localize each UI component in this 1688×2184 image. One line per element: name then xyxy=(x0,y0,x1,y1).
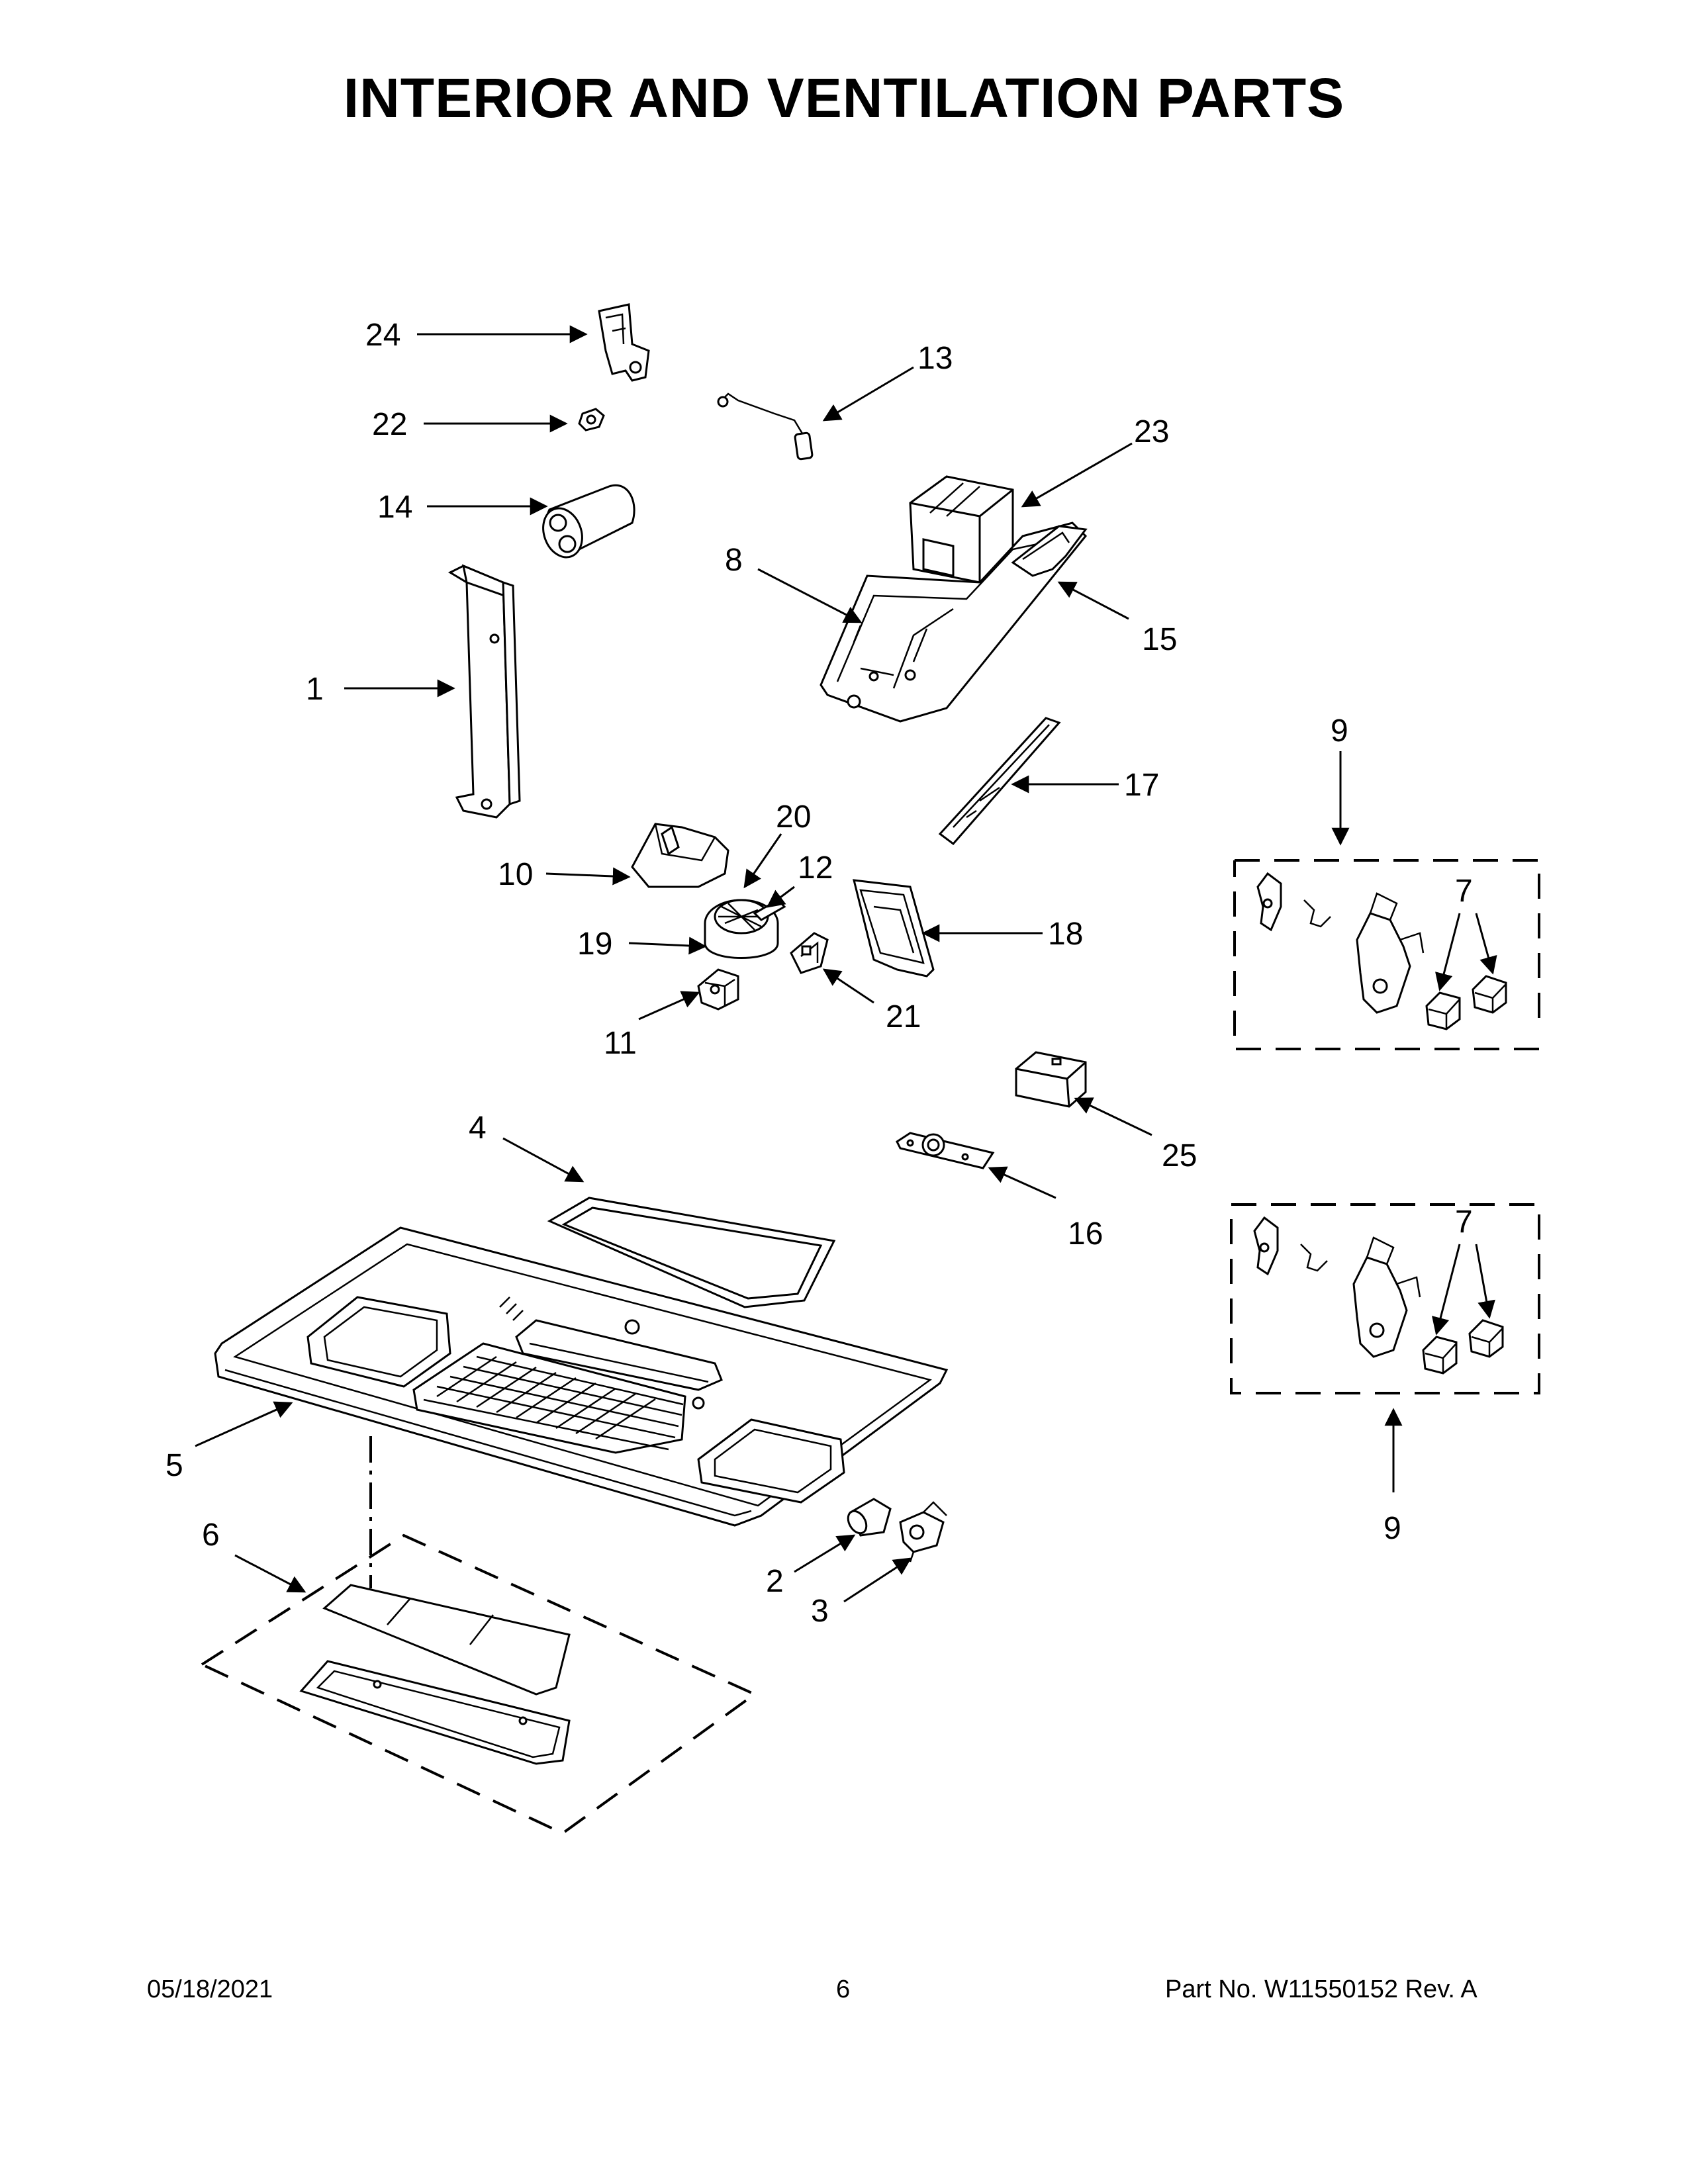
callout-17: 17 xyxy=(1124,768,1159,803)
callout-20: 20 xyxy=(776,799,811,835)
part-14-capacitor xyxy=(542,484,635,559)
part-24-bracket xyxy=(598,303,650,382)
part-16-plate xyxy=(896,1132,995,1169)
part-1-bracket xyxy=(447,564,521,819)
part-5-cavity xyxy=(214,1226,949,1527)
part-21-switch xyxy=(790,932,829,974)
part-18-panel xyxy=(853,879,935,978)
callout-21: 21 xyxy=(886,999,921,1034)
part-9-latch-assembly-bottom xyxy=(1230,1203,1540,1394)
callout-labels: 24 13 22 23 14 8 15 1 9 17 20 12 10 7 18… xyxy=(165,318,1473,1629)
footer-part-number: Part No. W11550152 Rev. A xyxy=(1165,1976,1477,2003)
callout-18: 18 xyxy=(1048,917,1083,952)
part-2-knob xyxy=(847,1498,892,1537)
part-23-transformer xyxy=(909,475,1014,584)
footer-date: 05/18/2021 xyxy=(147,1976,273,2003)
part-6-filter-kit xyxy=(199,1533,757,1835)
callout-1: 1 xyxy=(306,672,324,707)
callout-24: 24 xyxy=(365,318,400,353)
callout-6: 6 xyxy=(202,1518,220,1553)
callout-2: 2 xyxy=(766,1564,784,1599)
part-17-bar xyxy=(938,717,1061,846)
callout-9-bottom: 9 xyxy=(1383,1511,1401,1546)
callout-7-top: 7 xyxy=(1455,874,1473,909)
part-9-latch-assembly-top xyxy=(1233,859,1540,1050)
callout-3: 3 xyxy=(811,1594,829,1629)
callout-25: 25 xyxy=(1162,1138,1197,1173)
callout-4: 4 xyxy=(469,1111,487,1146)
callout-8: 8 xyxy=(725,543,743,578)
callout-5: 5 xyxy=(165,1448,183,1483)
part-25-box xyxy=(1015,1051,1087,1108)
callout-12: 12 xyxy=(798,850,833,886)
part-19-motor xyxy=(704,899,786,959)
leader-lines xyxy=(195,325,1497,1603)
callout-14: 14 xyxy=(377,490,412,525)
callout-7-bottom: 7 xyxy=(1455,1205,1473,1240)
footer-page-number: 6 xyxy=(836,1976,851,2003)
callout-19: 19 xyxy=(577,927,612,962)
perforation-grid xyxy=(423,1355,684,1451)
part-11-switch xyxy=(697,968,739,1011)
callout-23: 23 xyxy=(1134,414,1169,449)
page-title: INTERIOR AND VENTILATION PARTS xyxy=(343,67,1345,129)
callout-16: 16 xyxy=(1068,1216,1103,1251)
part-13-wire xyxy=(717,392,814,461)
callout-15: 15 xyxy=(1142,622,1177,657)
callout-10: 10 xyxy=(498,857,533,892)
part-22-clip xyxy=(578,408,605,432)
part-15-rail xyxy=(1011,525,1088,577)
callout-11: 11 xyxy=(604,1026,637,1061)
callout-13: 13 xyxy=(917,341,953,376)
part-4-grille xyxy=(547,1197,836,1308)
callout-9-top: 9 xyxy=(1331,713,1348,749)
part-10-housing xyxy=(631,823,729,888)
part-3-socket xyxy=(899,1501,947,1563)
callout-22: 22 xyxy=(372,407,407,442)
